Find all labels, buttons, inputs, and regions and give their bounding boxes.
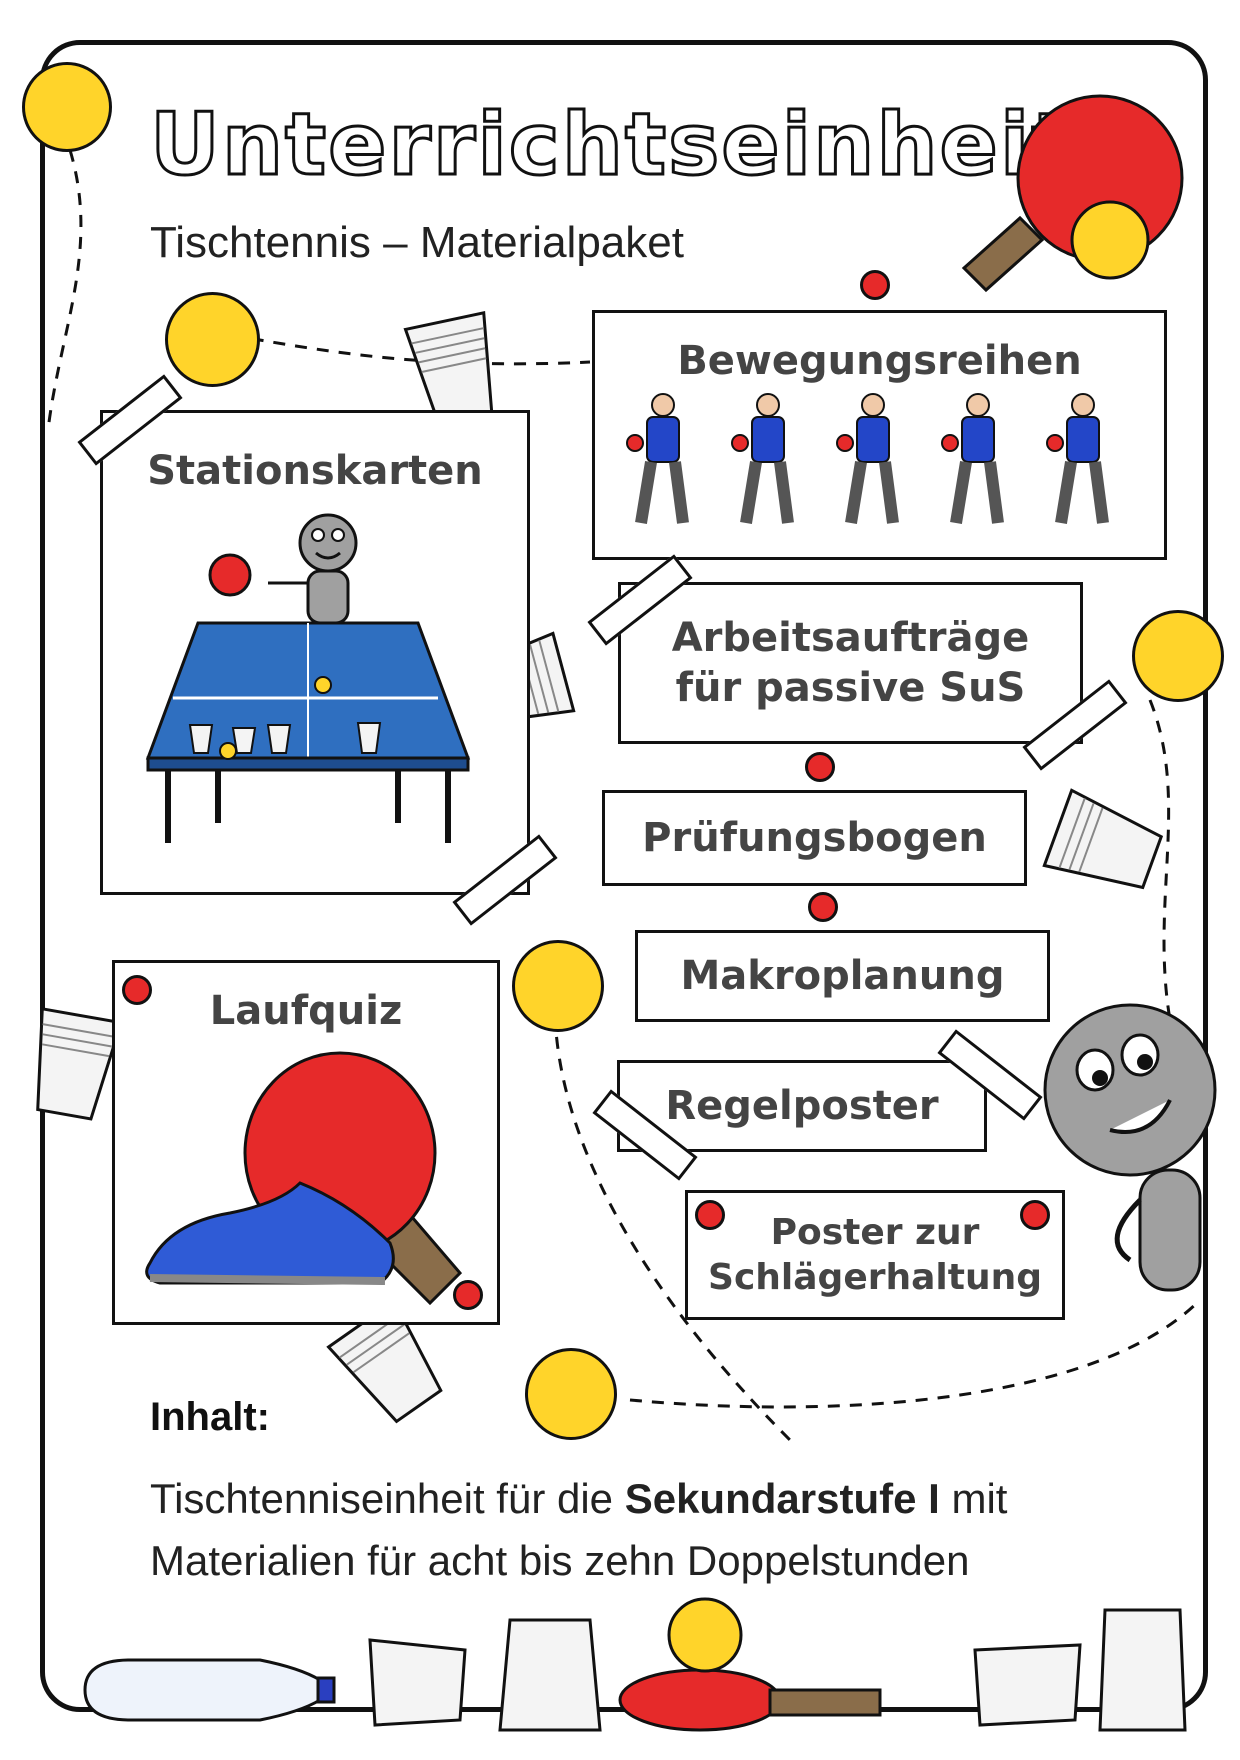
pushpin-icon: [805, 752, 835, 782]
ping-pong-ball-icon: [525, 1348, 617, 1440]
pushpin-icon: [453, 1280, 483, 1310]
ping-pong-ball-icon: [165, 292, 260, 387]
pushpin-icon: [695, 1200, 725, 1230]
content-text-bold: Sekundarstufe I: [624, 1475, 940, 1522]
card-stationskarten: Stationskarten: [100, 410, 530, 895]
label-pruefungsbogen: Prüfungsbogen: [602, 790, 1027, 886]
bottle-icon: [83, 1658, 322, 1722]
table-tennis-table-icon: [145, 513, 471, 843]
page-subtitle: Tischtennis – Materialpaket: [150, 218, 684, 267]
pushpin-icon: [808, 892, 838, 922]
paddle-icon: [961, 94, 1184, 293]
pushpin-icon: [1020, 1200, 1050, 1230]
card-title: Laufquiz: [209, 988, 403, 1034]
mascot-icon: [1043, 1003, 1217, 1292]
pushpin-icon: [122, 975, 152, 1005]
cup-icon: [1098, 1608, 1187, 1732]
content-text: Tischtenniseinheit für die Sekundarstufe…: [150, 1468, 1170, 1592]
content-heading: Inhalt:: [150, 1395, 270, 1439]
paddle-shoe-icon: [145, 1051, 463, 1306]
label-makroplanung: Makroplanung: [635, 930, 1050, 1022]
content-text-prefix: Tischtenniseinheit für die: [150, 1475, 625, 1522]
card-bewegungsreihen: Bewegungsreihen: [592, 310, 1167, 560]
cup-icon: [368, 1638, 467, 1727]
card-laufquiz: Laufquiz: [112, 960, 500, 1325]
player-sequence: [626, 393, 1153, 543]
ping-pong-ball-icon: [22, 62, 112, 152]
content-text-suffix: mit Materialien für acht bis zehn Doppel…: [150, 1475, 1008, 1584]
cup-icon: [498, 1618, 602, 1732]
bottom-decorations: [83, 1597, 1187, 1732]
cup-icon: [403, 310, 494, 427]
card-title: Bewegungsreihen: [677, 338, 1082, 384]
label-arbeitsauftraege: Arbeitsaufträge für passive SuS: [618, 582, 1083, 744]
label-poster-schlaegerhaltung: Poster zur Schlägerhaltung: [685, 1190, 1065, 1320]
label-regelposter: Regelposter: [617, 1060, 987, 1152]
card-title: Stationskarten: [147, 448, 483, 494]
ping-pong-ball-icon: [512, 940, 604, 1032]
ping-pong-ball-icon: [1132, 610, 1224, 702]
pushpin-icon: [860, 270, 890, 300]
cup-icon: [973, 1643, 1082, 1727]
cup-icon: [1042, 788, 1164, 890]
cup-icon: [36, 1007, 124, 1121]
page-title: Unterrichtseinheit: [148, 94, 1075, 197]
